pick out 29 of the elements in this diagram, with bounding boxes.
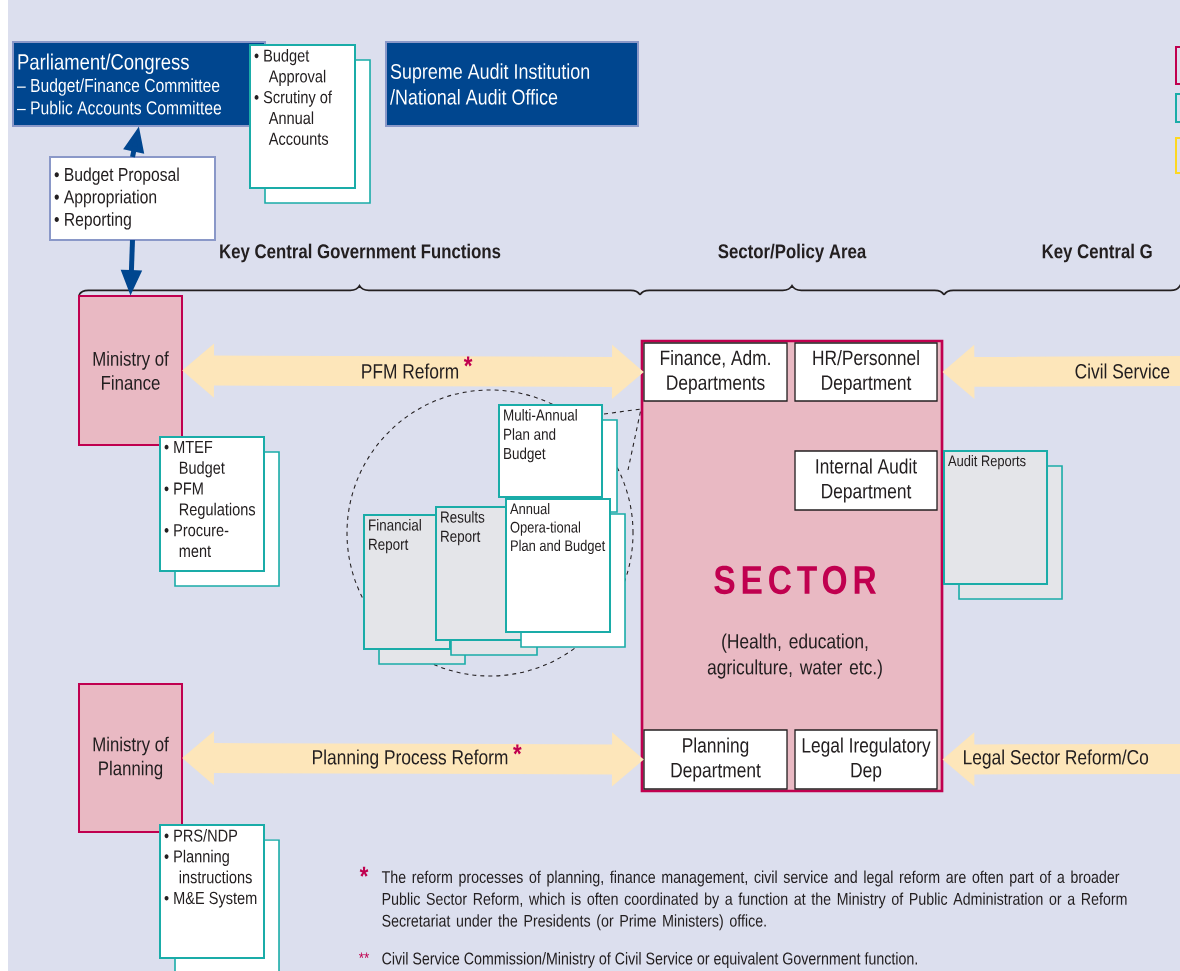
edge-label: PFM Reform <box>359 362 461 380</box>
edge-label: Civil Service <box>1073 362 1172 380</box>
node-label: • M&E System <box>164 891 257 908</box>
edge-label: Planning Process Reform <box>310 748 510 770</box>
footnote-mark: ** <box>359 952 369 959</box>
footnote-mark: * <box>359 866 369 877</box>
footnote-mark: * <box>463 356 473 367</box>
footnote-text: The reform processes of planning, finance management, civil service and legal reform are often part of a broader Public Sector Reform, which is often coordinated by a function at the Ministry of Public Administration or a Reform Secretariat under the Presidents (or Prime Ministers) office. <box>381 870 1127 931</box>
node-label: Financial <box>369 519 421 531</box>
list-box: • Budget Proposal • Appropriation • Reporting <box>49 156 216 241</box>
document-stack: Audit Reports <box>943 450 1063 600</box>
department-box: Planning Department <box>643 729 788 790</box>
document-stack: • Budget Approval • Scrutiny of Annual Accounts <box>249 44 371 204</box>
department-box: HR/Personnel Department <box>794 342 938 402</box>
document-stack: Annual Opera-tional Plan and Budget <box>505 498 626 648</box>
document-stack: • MTEF Budget • PFM Regulations • Procure-ment <box>159 436 280 587</box>
document-stack: • PRS/NDP • Planning instructions • M&E System <box>159 824 280 971</box>
edge-label: Legal Sector Reform/Co <box>961 748 1151 770</box>
node-label: • Planning instructions <box>164 849 252 884</box>
section-heading: Sector/Policy Area <box>718 243 867 263</box>
institution-box: Supreme Audit Institution /National Audit Office <box>385 41 639 127</box>
node-label: Multi-Annual <box>504 409 577 421</box>
section-heading: Key Central Government Functions <box>220 243 501 263</box>
department-box: Legal Iregulatory Dep <box>794 729 938 790</box>
footnote-mark: * <box>513 744 522 755</box>
department-box: Finance, Adm. Departments <box>643 342 788 402</box>
section-heading: Key Central G <box>1042 243 1152 263</box>
footnote-text: Civil Service Commission/Ministry of Civil Service or equivalent Government function. <box>382 952 917 968</box>
department-box: Internal Audit Department <box>794 450 938 511</box>
